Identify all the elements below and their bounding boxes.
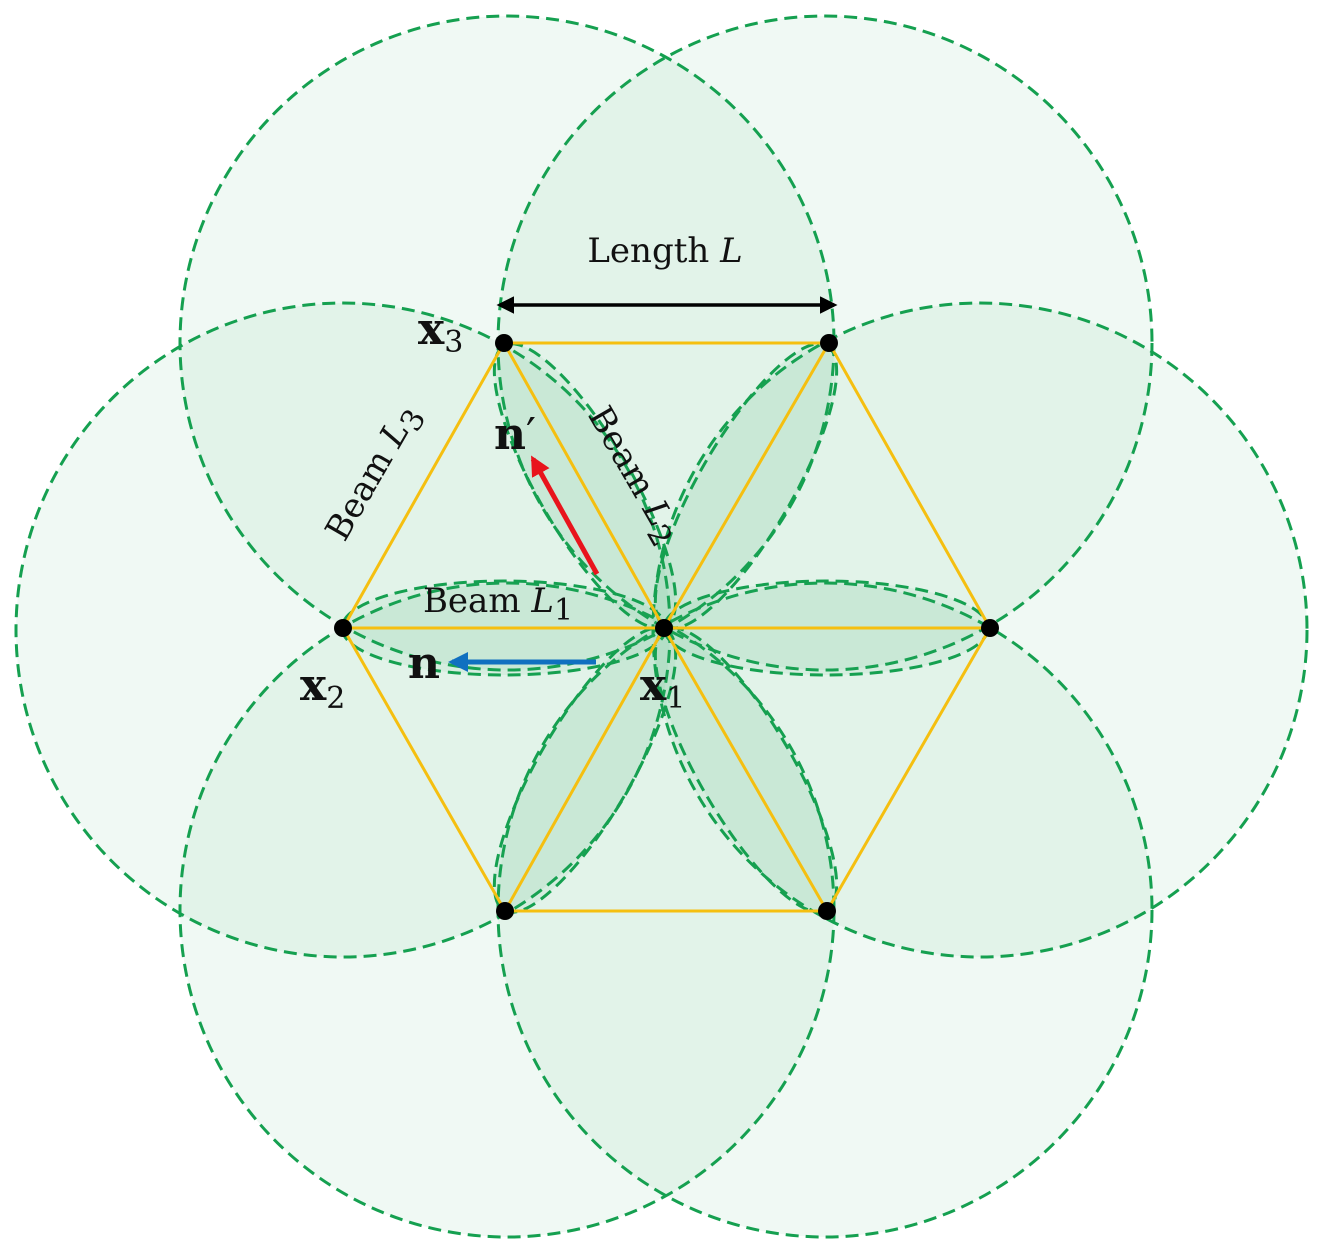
beam1-label: Beam L1 [423,581,573,628]
node-bottom-right [818,902,836,920]
beam-spoke-lower-right [662,626,829,913]
circle-right-outline [651,301,1309,959]
node-x1 [655,619,673,637]
beam-network [341,341,992,913]
beam-spoke-upper-left [502,341,666,630]
x3-label: x3 [418,304,463,360]
beam-spoke-lower-left [503,626,666,913]
beam-hex-top-right [827,341,992,630]
x2-label: x2 [300,660,345,716]
node-x2 [334,619,352,637]
beam-spoke-upper-right [662,341,831,630]
node-bottom-left [496,902,514,920]
n-label: n [408,638,440,689]
nodes [334,334,999,920]
length-label: Length L [587,231,742,271]
x1-label: x1 [640,660,685,716]
beam-hex-bottom-right [825,626,992,913]
beam-hex-top-left [341,341,506,630]
node-top-right [820,334,838,352]
node-x3 [495,334,513,352]
node-right [981,619,999,637]
beam-hex-bottom-left [341,626,507,913]
n-prime-label: n′ [494,409,536,460]
n-prime-arrow [530,455,600,576]
